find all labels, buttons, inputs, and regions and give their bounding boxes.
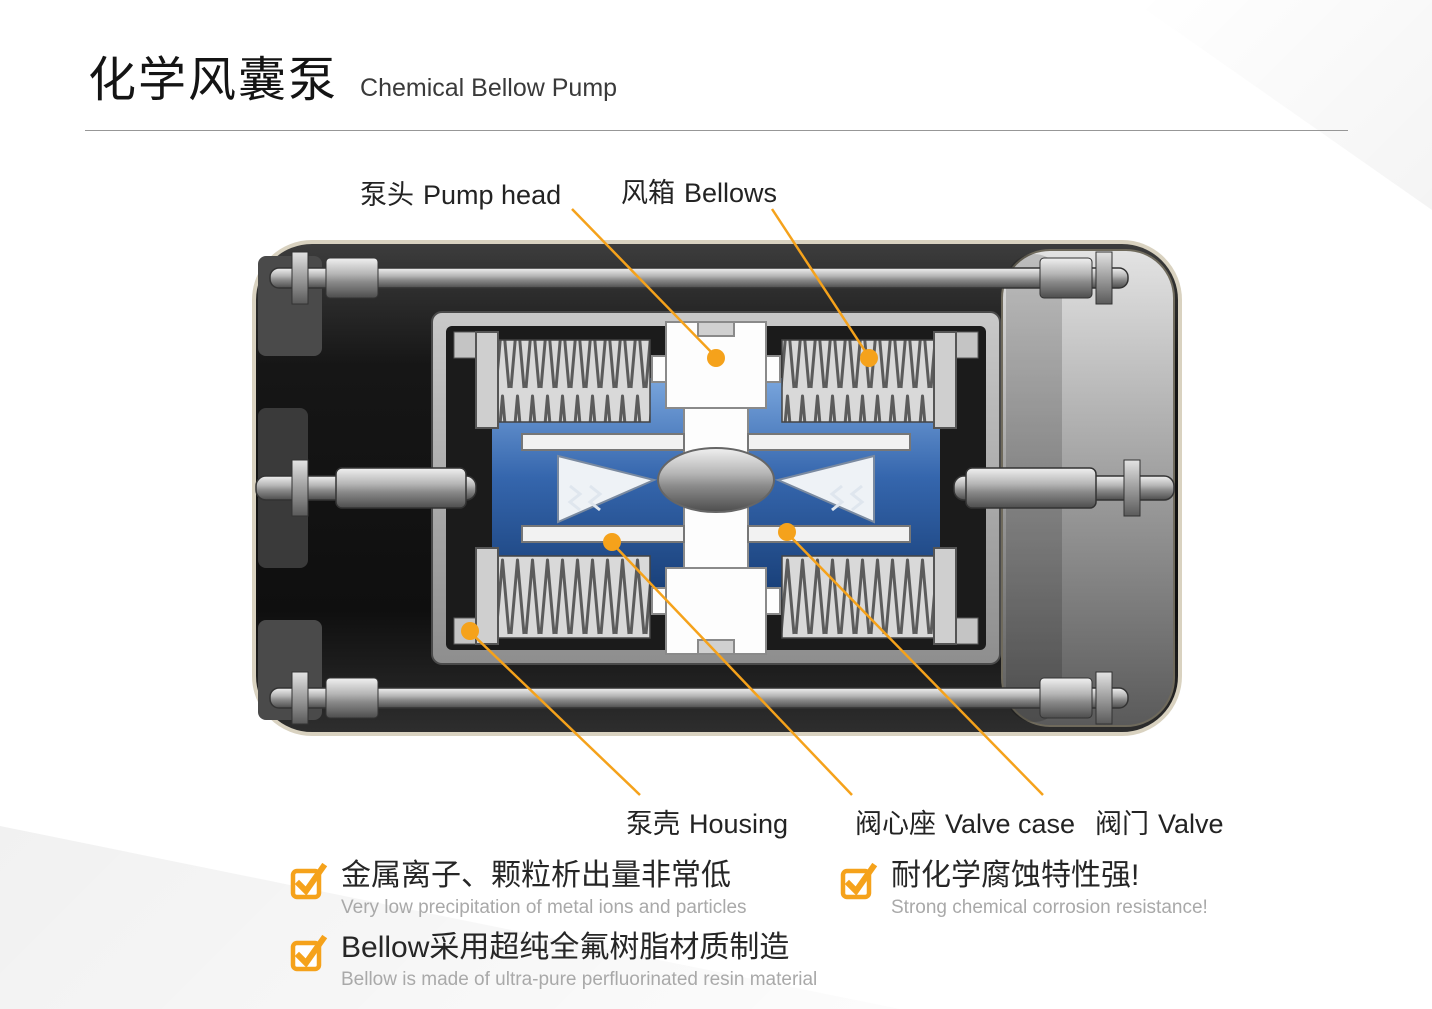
feature-low-precipitation-en: Very low precipitation of metal ions and… bbox=[341, 897, 747, 918]
background-wedge-top-right bbox=[1132, 0, 1432, 210]
pump-diagram-svg bbox=[252, 240, 1182, 736]
feature-corrosion-resistance-zh: 耐化学腐蚀特性强! bbox=[891, 859, 1140, 892]
header-divider bbox=[85, 130, 1348, 131]
feature-low-precipitation: 金属离子、颗粒析出量非常低 Very low precipitation of … bbox=[290, 858, 747, 919]
callout-valve-case-en: Valve case bbox=[945, 809, 1076, 839]
feature-corrosion-resistance-en: Strong chemical corrosion resistance! bbox=[891, 897, 1208, 918]
feature-text: 耐化学腐蚀特性强! Strong chemical corrosion resi… bbox=[891, 858, 1208, 919]
callout-valve-case-zh: 阀心座 bbox=[855, 809, 936, 839]
drive-shafts bbox=[255, 459, 1175, 517]
checkbox-check-icon bbox=[290, 934, 328, 972]
center-diaphragm bbox=[657, 447, 775, 513]
feature-text: 金属离子、颗粒析出量非常低 Very low precipitation of … bbox=[341, 858, 747, 919]
callout-valve-case: 阀心座 Valve case bbox=[855, 802, 1075, 841]
checkbox-check-icon bbox=[840, 862, 878, 900]
valve-springs bbox=[567, 484, 865, 512]
callout-valve-en: Valve bbox=[1158, 809, 1224, 839]
callout-valve-zh: 阀门 bbox=[1095, 809, 1149, 839]
page-title-zh: 化学风囊泵 bbox=[88, 54, 339, 107]
callout-bellows-zh: 风箱 bbox=[621, 178, 675, 208]
page-title-en: Chemical Bellow Pump bbox=[360, 74, 618, 102]
callout-pump-head: 泵头 Pump head bbox=[360, 173, 561, 212]
feature-bellow-material-en: Bellow is made of ultra-pure perfluorina… bbox=[341, 969, 818, 990]
valve-plates bbox=[521, 433, 911, 543]
callout-pump-head-zh: 泵头 bbox=[360, 180, 414, 210]
callout-bellows-en: Bellows bbox=[684, 178, 778, 208]
callout-pump-head-en: Pump head bbox=[423, 180, 562, 210]
valve-cones bbox=[557, 454, 875, 524]
callout-housing-zh: 泵壳 bbox=[626, 809, 680, 839]
feature-text: Bellow采用超纯全氟树脂材质制造 Bellow is made of ult… bbox=[341, 930, 817, 991]
feature-bellow-material: Bellow采用超纯全氟树脂材质制造 Bellow is made of ult… bbox=[290, 930, 817, 991]
callout-bellows: 风箱 Bellows bbox=[621, 171, 777, 210]
page-header: 化学风囊泵 Chemical Bellow Pump bbox=[88, 40, 617, 110]
callout-valve: 阀门 Valve bbox=[1095, 802, 1224, 841]
callout-housing-en: Housing bbox=[689, 809, 789, 839]
feature-bellow-material-zh: Bellow采用超纯全氟树脂材质制造 bbox=[341, 931, 790, 964]
feature-corrosion-resistance: 耐化学腐蚀特性强! Strong chemical corrosion resi… bbox=[840, 858, 1208, 919]
checkbox-check-icon bbox=[290, 862, 328, 900]
callout-housing: 泵壳 Housing bbox=[626, 802, 788, 841]
feature-low-precipitation-zh: 金属离子、颗粒析出量非常低 bbox=[341, 859, 731, 892]
pump-diagram bbox=[240, 228, 1190, 743]
